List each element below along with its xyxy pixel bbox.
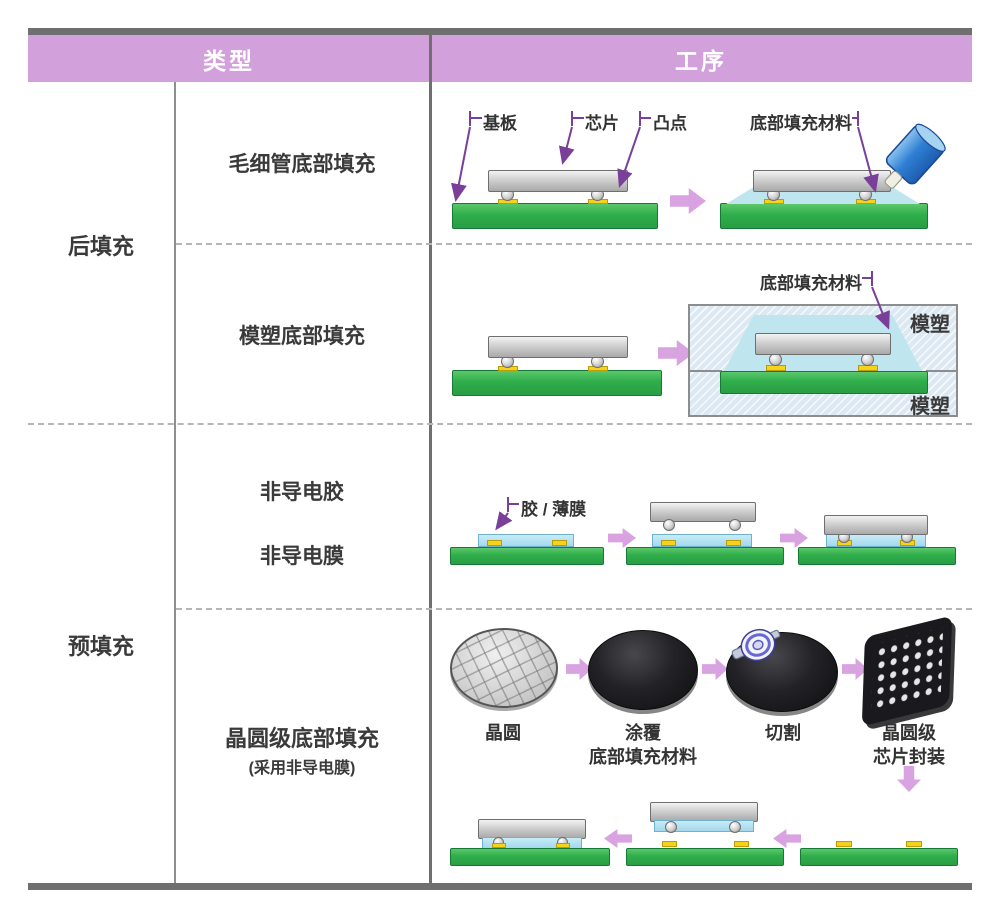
dispenser-icon	[884, 123, 946, 189]
pad	[556, 843, 570, 848]
annotation-substrate: 基板	[483, 114, 517, 133]
solder-ball	[729, 519, 741, 531]
dicing-blade-icon	[731, 628, 781, 662]
solder-ball	[665, 821, 677, 833]
pad	[487, 540, 502, 546]
header-process-label: 工序	[675, 47, 727, 74]
wafer-icon	[450, 628, 558, 708]
row-separator-dashed-2	[176, 608, 972, 610]
substrate-bar	[450, 848, 610, 866]
chip-bar	[824, 515, 928, 535]
substrate-bar	[626, 547, 784, 565]
flow-arrow-left-icon	[604, 829, 632, 848]
chip-bar	[478, 819, 586, 839]
header-type-label: 类型	[203, 47, 255, 74]
substrate-bar	[452, 203, 658, 229]
annotation-mold-bottom: 模塑	[910, 396, 950, 418]
type-label-molded-underfill: 模塑底部填充	[239, 325, 365, 348]
flow-arrow-right-icon	[608, 528, 636, 548]
pad	[734, 841, 749, 847]
wlcsp-icon	[861, 615, 953, 727]
chip-bar	[488, 336, 628, 358]
connector-adhesive-film	[507, 497, 519, 512]
pad	[492, 843, 506, 848]
step-label-coat-line2: 底部填充材料	[589, 747, 697, 767]
connector-underfill-molded	[862, 271, 873, 286]
pad	[552, 540, 567, 546]
row-separator-dashed-1	[176, 243, 972, 245]
type-label-capillary-underfill: 毛细管底部填充	[228, 153, 376, 176]
connector-bump	[639, 111, 651, 126]
pad	[661, 540, 676, 546]
coated-wafer-icon	[588, 630, 698, 710]
connector-substrate	[469, 111, 482, 126]
group-label-pre-fill: 预填充	[67, 634, 134, 659]
annotation-underfill-capillary: 底部填充材料	[750, 114, 852, 133]
chip-bar	[650, 802, 758, 822]
table-bottom-border	[28, 883, 972, 890]
step-label-coat-line1: 涂覆	[625, 723, 661, 743]
type-label-wafer-level-note: (采用非导电膜)	[248, 760, 356, 777]
header-process-cell: 工序	[430, 35, 972, 82]
flow-arrow-right-icon	[702, 658, 728, 680]
type-label-non-conductive-paste: 非导电胶	[260, 481, 344, 504]
substrate-bar	[800, 848, 958, 866]
flow-arrow-right-icon	[670, 188, 706, 214]
header-type-cell: 类型	[28, 35, 430, 82]
solder-ball	[729, 821, 741, 833]
pad	[906, 841, 922, 847]
group-separator-dashed	[28, 423, 972, 425]
step-label-wafer: 晶圆	[485, 723, 521, 743]
column-divider	[428, 35, 432, 883]
table-top-border	[28, 28, 972, 35]
annotation-chip: 芯片	[585, 114, 619, 133]
substrate-bar	[720, 371, 928, 394]
annotation-mold-top: 模塑	[910, 314, 950, 336]
film-layer	[478, 534, 574, 547]
flow-arrow-left-icon	[773, 829, 801, 848]
subtype-divider	[174, 82, 176, 883]
substrate-bar	[452, 370, 662, 396]
leader-arrow-substrate	[451, 126, 471, 202]
flow-arrow-down-icon	[897, 766, 921, 792]
group-label-post-fill: 后填充	[67, 234, 134, 259]
step-label-wlcsp-line1: 晶圆级	[882, 723, 936, 743]
annotation-adhesive-film: 胶 / 薄膜	[521, 500, 587, 519]
annotation-bump: 凸点	[653, 114, 687, 133]
substrate-bar	[450, 547, 604, 565]
wlcsp-ball-grid	[870, 626, 944, 716]
pad	[836, 841, 852, 847]
substrate-bar	[626, 848, 784, 866]
substrate-bar	[798, 547, 956, 565]
step-label-dicing: 切割	[765, 723, 801, 743]
flow-arrow-right-icon	[780, 528, 808, 548]
chip-bar	[488, 170, 628, 192]
chip-bar	[650, 502, 756, 522]
connector-underfill-capillary	[852, 111, 859, 126]
mold-parting-line	[690, 370, 722, 372]
mold-parting-line	[926, 370, 956, 372]
type-label-wafer-level-underfill: 晶圆级底部填充	[224, 726, 379, 751]
solder-ball	[663, 519, 675, 531]
step-label-wlcsp-line2: 芯片封装	[873, 747, 945, 767]
pad	[662, 841, 677, 847]
type-label-non-conductive-film: 非导电膜	[260, 545, 344, 568]
annotation-underfill-molded: 底部填充材料	[760, 274, 862, 293]
leader-arrow-chip	[558, 126, 575, 165]
chip-bar	[755, 333, 891, 355]
pad	[726, 540, 741, 546]
connector-chip	[571, 111, 584, 126]
leader-arrow-adhesive-film	[495, 511, 513, 531]
